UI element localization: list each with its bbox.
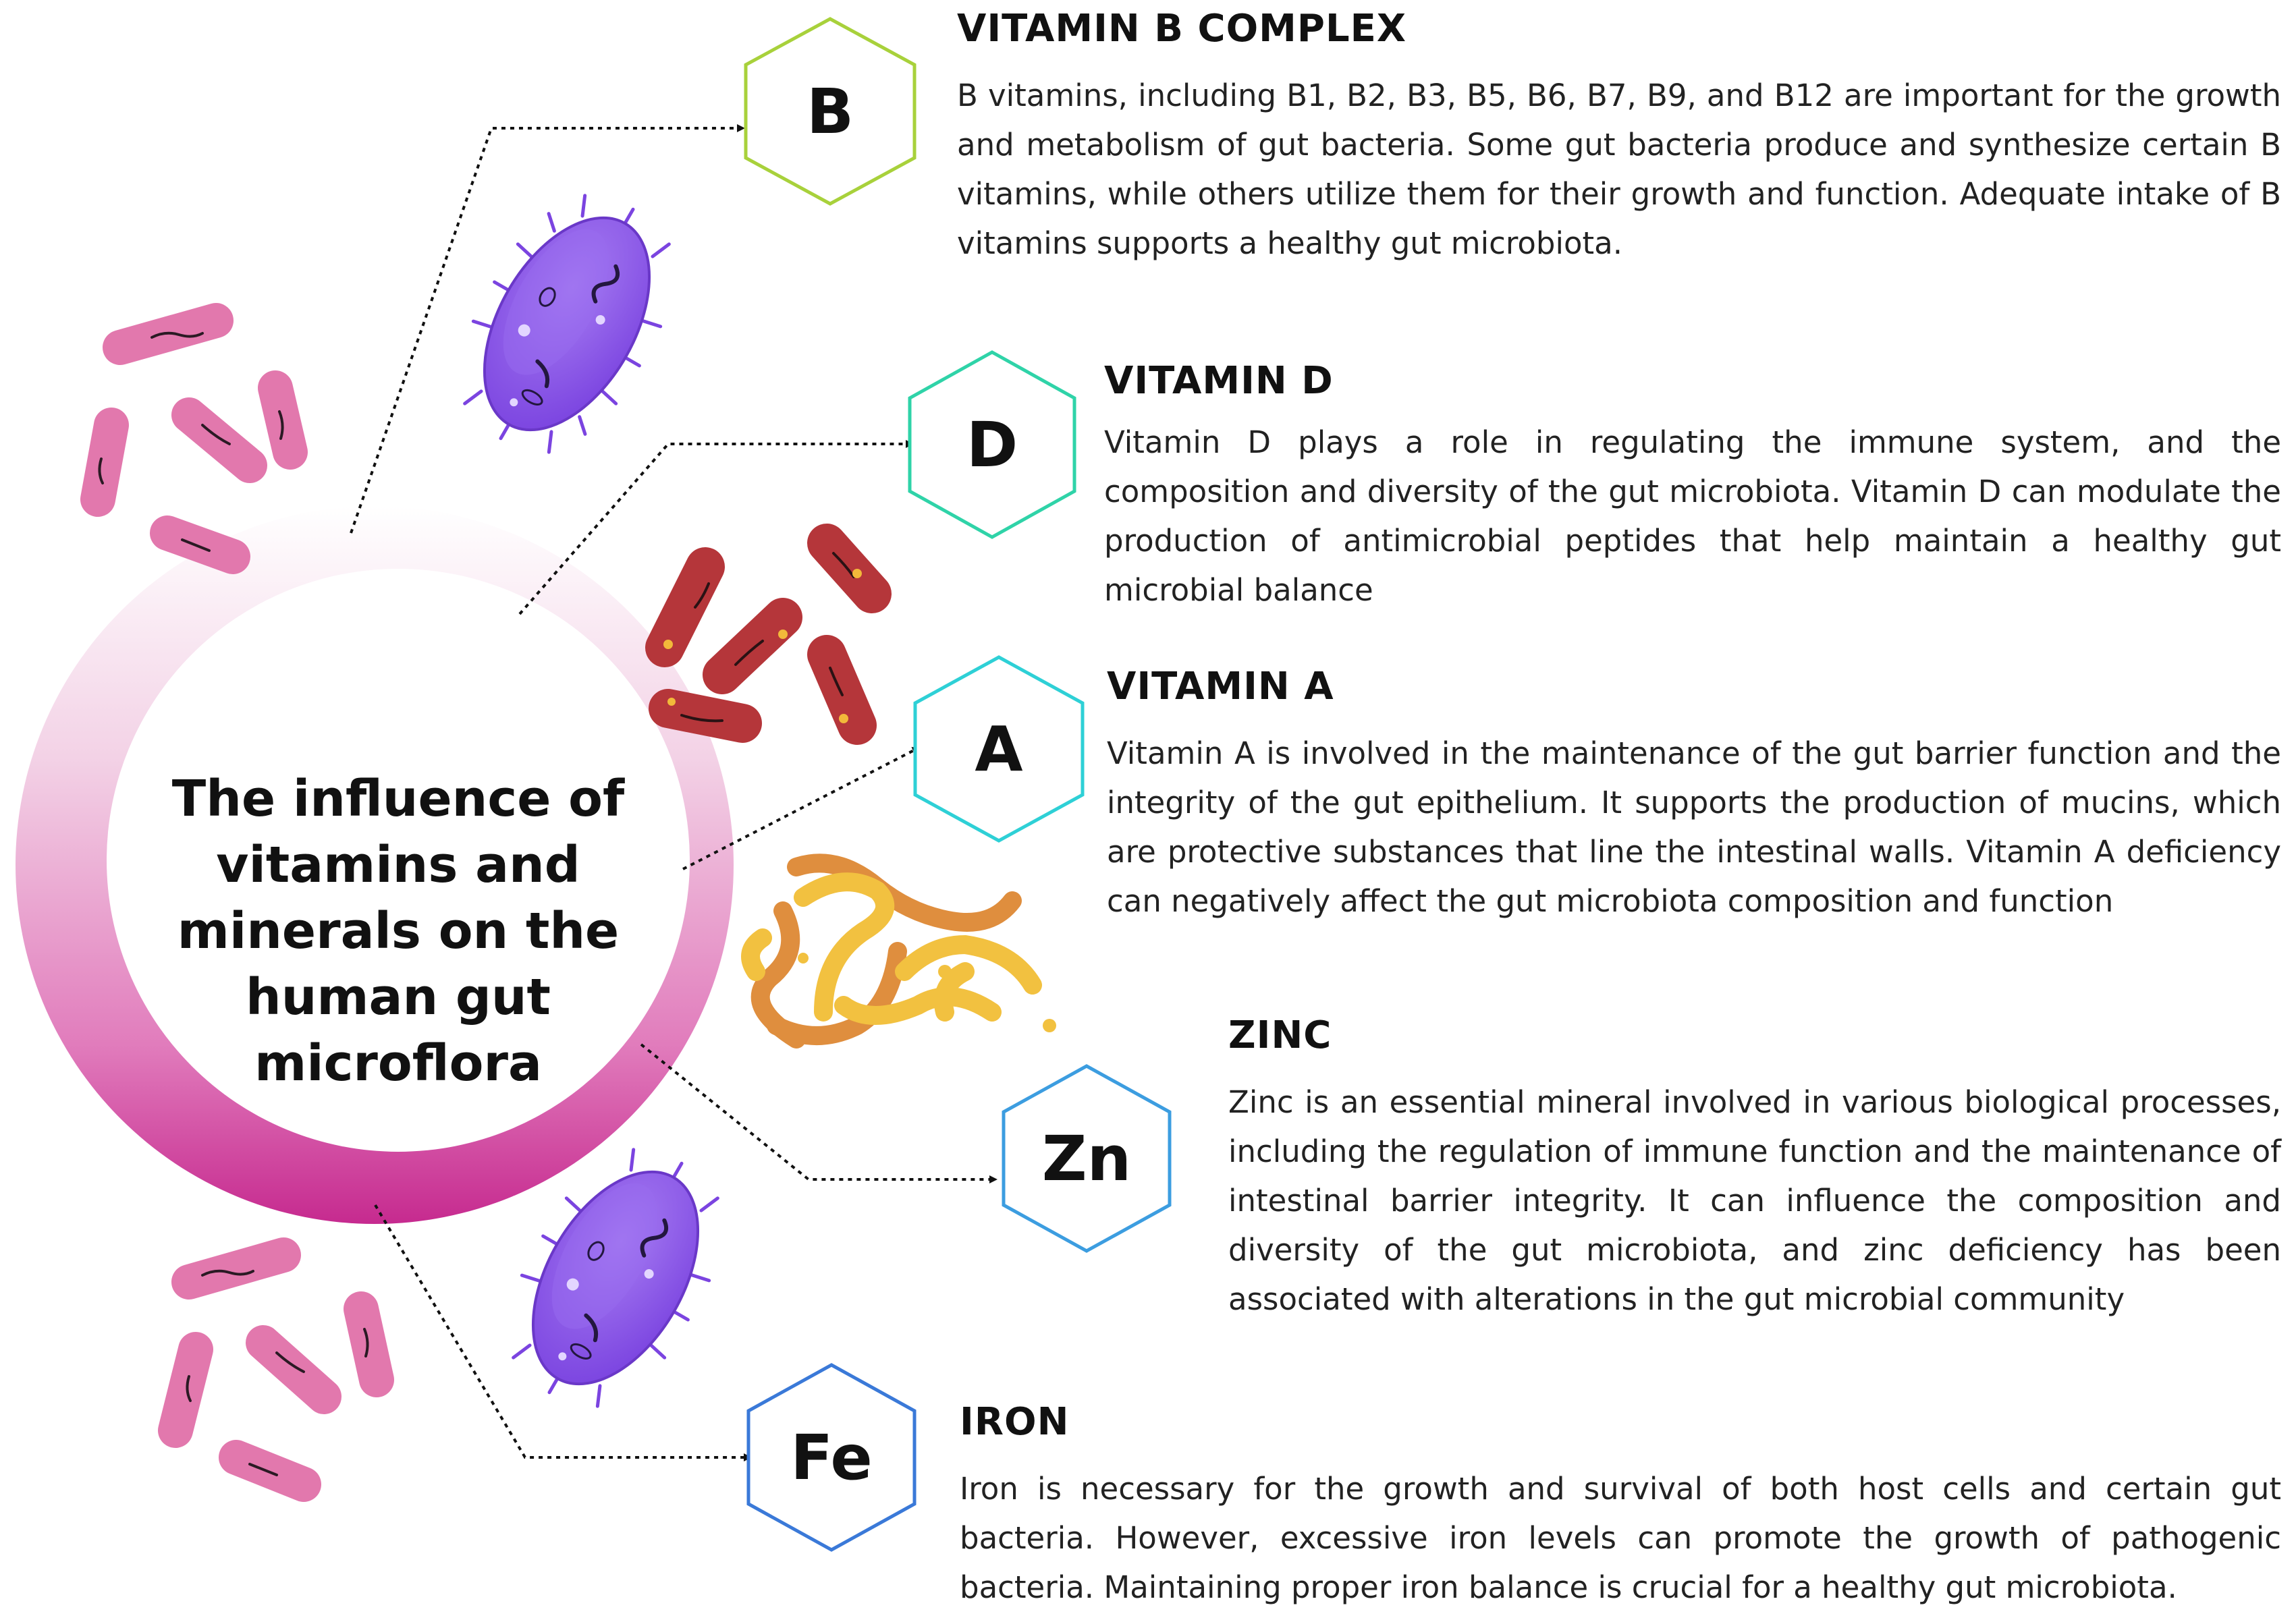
symbol-fe: Fe [790,1421,873,1494]
title-line: minerals on the [177,902,620,960]
central-circle [16,506,734,1224]
info-iron: IRON Iron is necessary for the growth an… [960,1400,2281,1612]
purple-bacterium-bottom [512,1148,719,1408]
text-zinc: Zinc is an essential mineral involved in… [1228,1084,2281,1317]
hexagon-fe [746,1363,917,1552]
worm-bacteria [741,854,1042,1049]
pink-bacteria-top [80,303,308,574]
red-bacteria [645,524,892,745]
symbol-zn: Zn [1041,1122,1132,1195]
title-line: vitamins and [216,836,580,894]
purple-bacterium-top [463,194,671,454]
hexagon-b [744,17,917,206]
connector-d [518,440,914,615]
title-line: human gut [246,968,551,1026]
text-vitamin-d: Vitamin D plays a role in regulating the… [1104,424,2281,608]
info-vitamin-b: VITAMIN B COMPLEX B vitamins, including … [957,7,2281,268]
heading-iron: IRON [960,1400,1070,1444]
text-iron: Iron is necessary for the growth and sur… [960,1471,2281,1605]
connector-lines [350,124,997,1461]
symbol-b: B [806,75,854,148]
connector-a [682,746,921,870]
hexagon-zn [1002,1064,1172,1253]
connector-fe [374,1204,752,1461]
text-vitamin-b: B vitamins, including B1, B2, B3, B5, B6… [957,78,2281,261]
title-line: The influence of [171,770,625,828]
connector-zn [640,1043,997,1183]
info-vitamin-a: VITAMIN A Vitamin A is involved in the m… [1107,665,2281,926]
hexagon-a [913,655,1085,843]
connector-b [350,124,745,534]
heading-vitamin-b: VITAMIN B COMPLEX [957,7,1407,51]
text-vitamin-a: Vitamin A is involved in the maintenance… [1107,735,2281,919]
info-zinc: ZINC Zinc is an essential mineral involv… [1228,1013,2281,1324]
title-line: microflora [254,1034,542,1092]
info-vitamin-d: VITAMIN D Vitamin D plays a role in regu… [1104,359,2281,615]
heading-vitamin-a: VITAMIN A [1107,665,1334,708]
worm-dots [798,953,1056,1032]
heading-vitamin-d: VITAMIN D [1104,359,1334,403]
pink-bacteria-bottom [158,1237,394,1502]
hexagons [744,17,1172,1552]
symbol-d: D [966,408,1018,481]
heading-zinc: ZINC [1228,1013,1332,1057]
hexagon-d [908,350,1076,539]
symbol-a: A [975,713,1023,785]
central-title: The influence of vitamins and minerals o… [121,749,675,1113]
